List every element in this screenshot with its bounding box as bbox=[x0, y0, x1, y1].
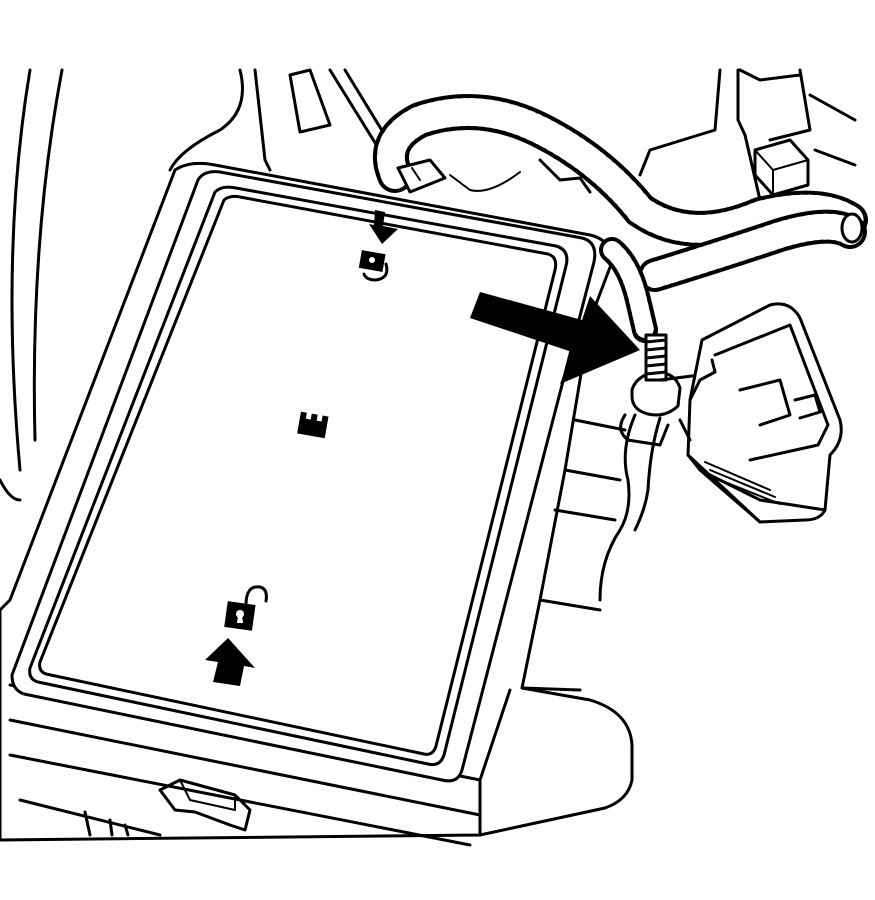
lock-symbol-closed bbox=[358, 250, 389, 282]
push-arrow-top bbox=[369, 210, 398, 244]
wiring-harness bbox=[373, 94, 868, 343]
fuse-block-cover bbox=[10, 170, 597, 783]
body-contour bbox=[0, 68, 64, 502]
right-bracket bbox=[638, 68, 857, 202]
battery-positive-stud bbox=[598, 333, 702, 602]
fuse-symbol bbox=[297, 411, 329, 439]
lock-symbol-open bbox=[224, 585, 268, 631]
stud-pointer-arrow bbox=[470, 292, 640, 384]
push-arrow-bottom bbox=[205, 638, 255, 686]
housing-upper bbox=[168, 68, 402, 177]
electrical-connector bbox=[678, 302, 843, 524]
